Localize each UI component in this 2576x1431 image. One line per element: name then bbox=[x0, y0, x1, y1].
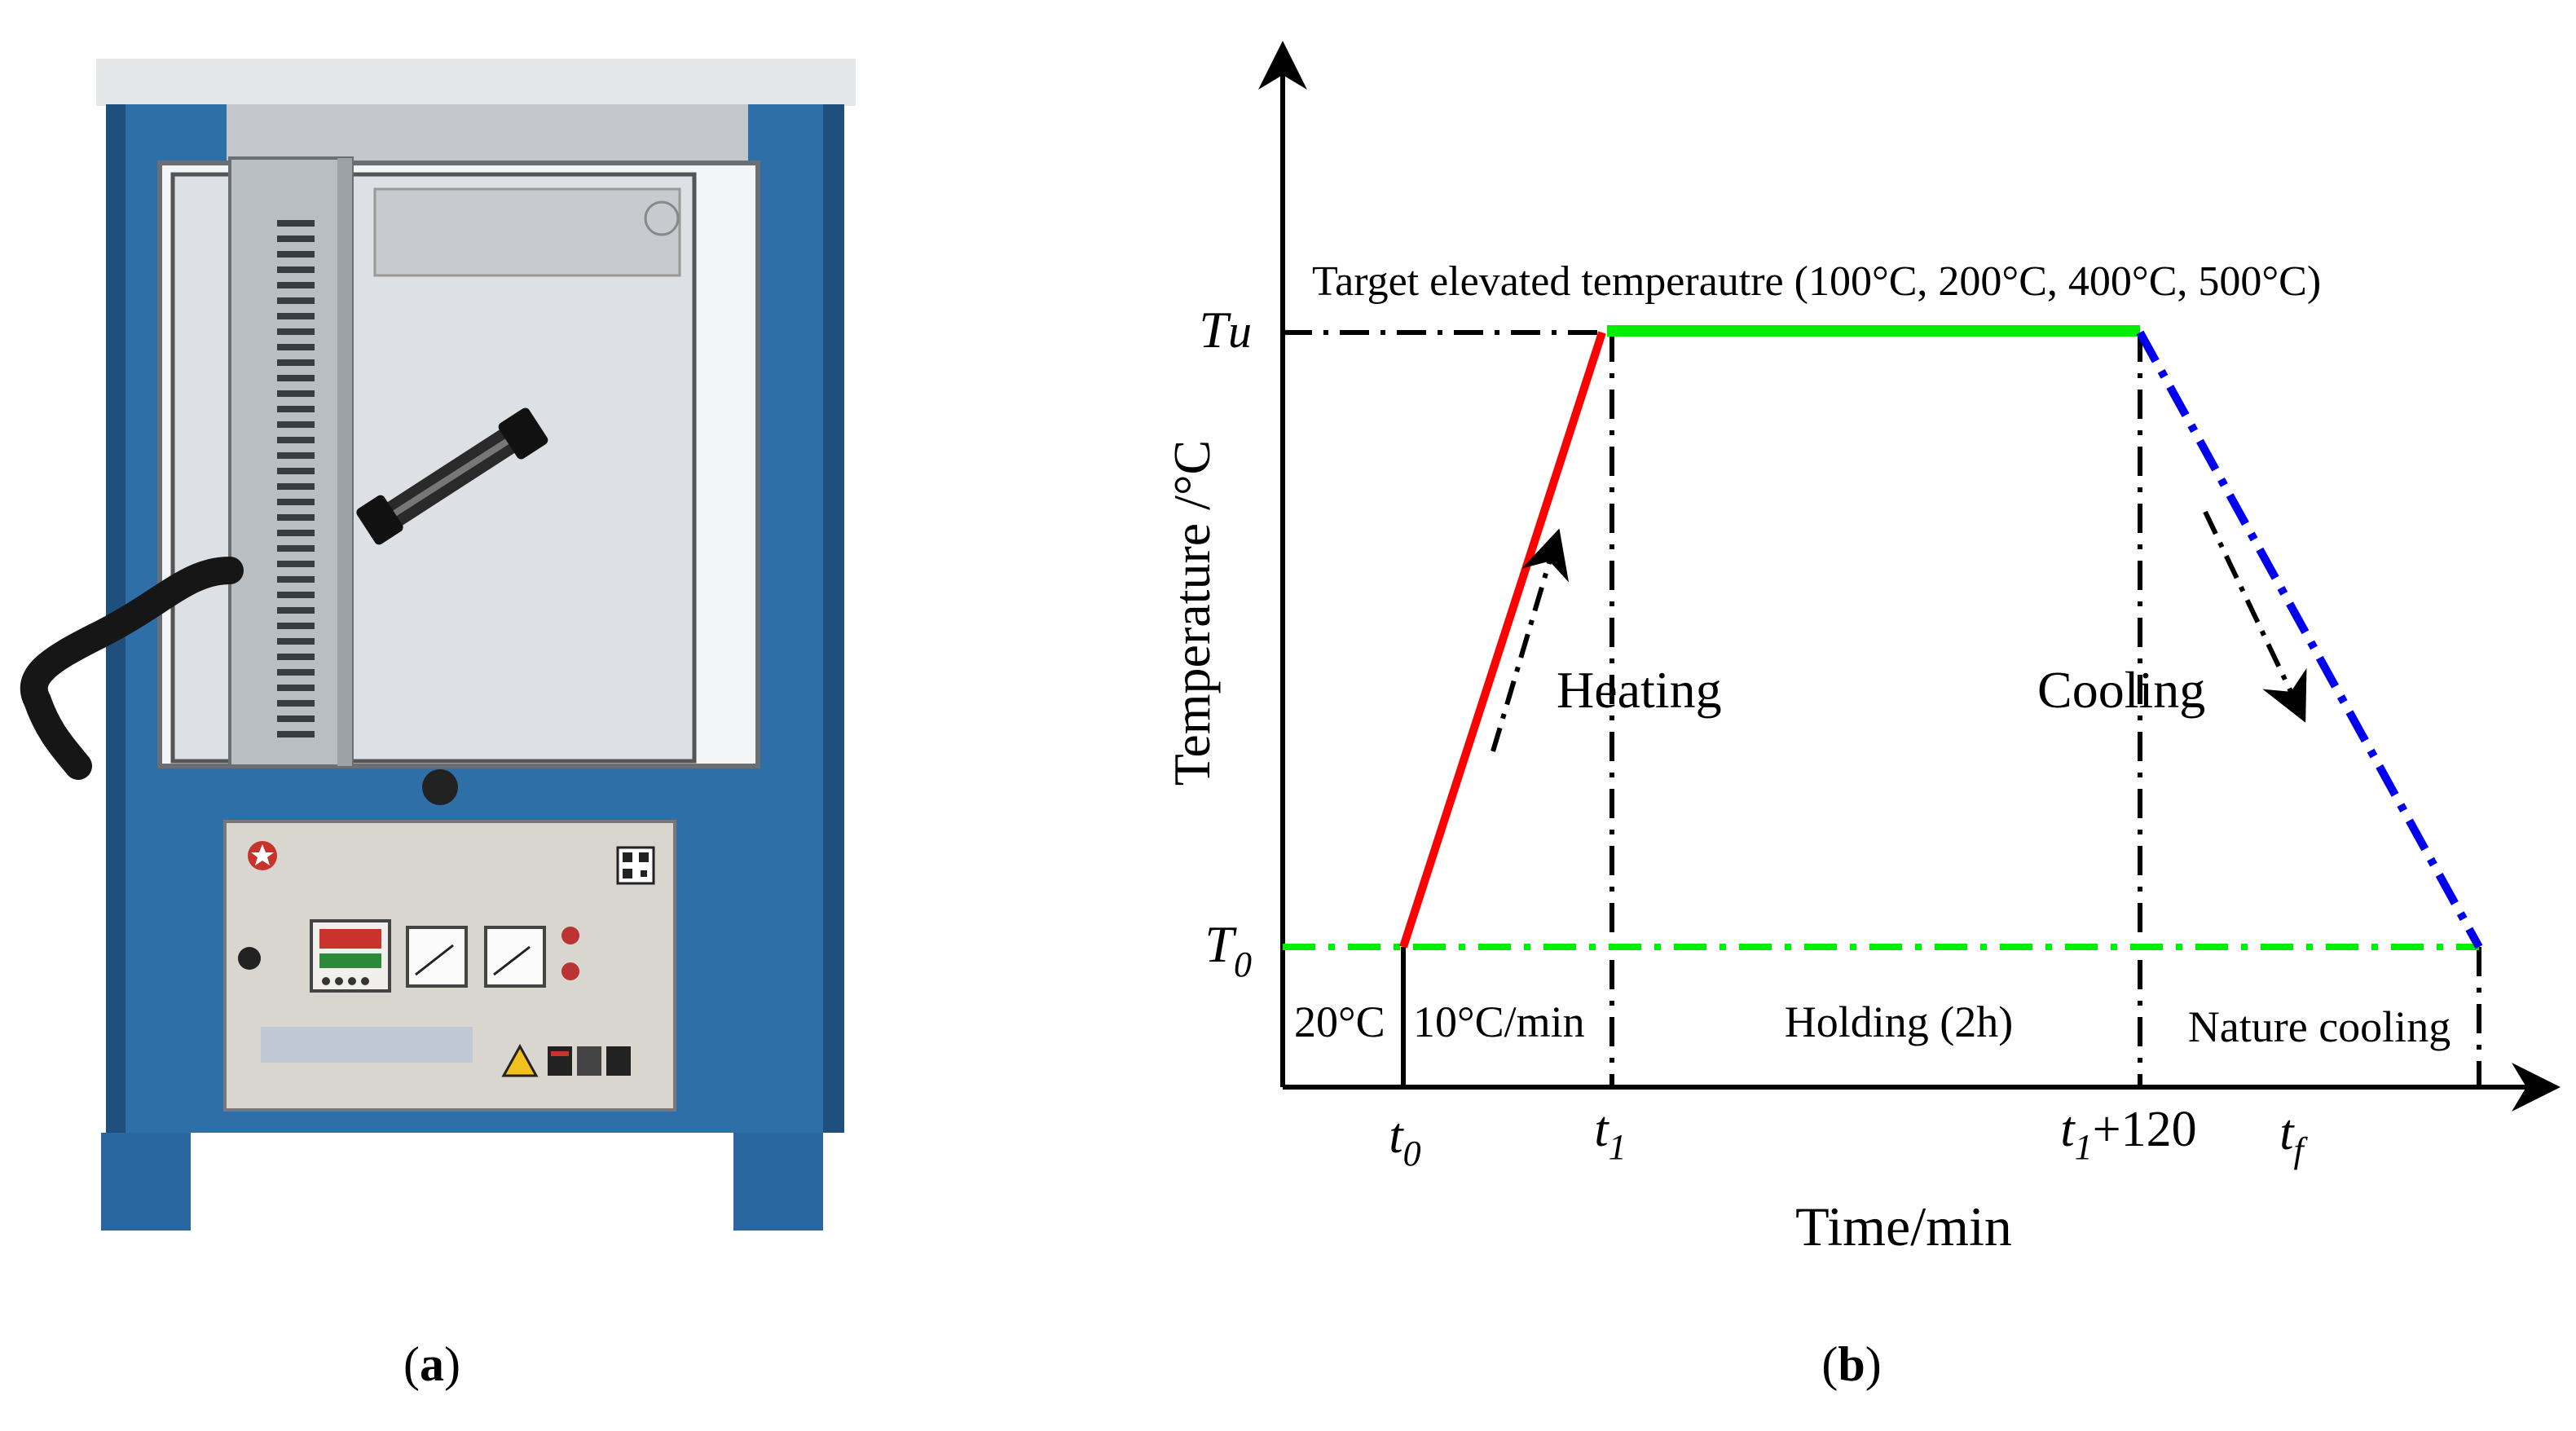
vent-slot bbox=[277, 669, 315, 676]
vent-slot bbox=[277, 700, 315, 707]
vent-slot bbox=[277, 437, 315, 443]
door-latch-knob-icon bbox=[422, 769, 458, 805]
heating-annotation: Heating bbox=[1557, 661, 1722, 719]
thermostat-display-icon bbox=[310, 919, 391, 993]
panel-a: (a) bbox=[20, 59, 856, 1391]
vent-slot bbox=[277, 499, 315, 505]
vent-slot bbox=[277, 685, 315, 691]
power-cable bbox=[20, 557, 244, 780]
furnace-top-cover bbox=[96, 59, 856, 106]
meter-icon bbox=[406, 926, 546, 988]
warning-label-icon bbox=[501, 1043, 631, 1077]
furnace-vent-side bbox=[337, 158, 352, 766]
panel-a-caption: (a) bbox=[403, 1337, 460, 1391]
cooling-segment bbox=[2136, 330, 2483, 949]
vent-slot bbox=[277, 236, 315, 242]
furnace-photo bbox=[20, 59, 856, 1231]
vent-slot bbox=[277, 344, 315, 350]
qr-code-icon bbox=[616, 846, 655, 885]
vent-slot bbox=[277, 514, 315, 521]
furnace-leg-left bbox=[101, 1133, 191, 1231]
maker-label-strip bbox=[261, 1027, 473, 1063]
vent-slot bbox=[277, 545, 315, 552]
furnace-vent-column bbox=[228, 156, 354, 768]
heating-rate-annotation: 10°C/min bbox=[1413, 997, 1585, 1046]
vent-slot bbox=[277, 576, 315, 583]
vent-slot bbox=[277, 731, 315, 738]
holding-annotation: Holding (2h) bbox=[1785, 997, 2013, 1046]
cooling-annotation: Cooling bbox=[2037, 661, 2205, 719]
nameplate-emblem-icon bbox=[644, 200, 680, 236]
cooling-arrow-icon bbox=[2203, 510, 2307, 723]
heating-segment bbox=[1399, 331, 1606, 949]
furnace-cabinet-shade-right bbox=[823, 104, 844, 1133]
vent-slot bbox=[277, 716, 315, 722]
vent-slot bbox=[277, 483, 315, 490]
vent-slot bbox=[277, 607, 315, 614]
vent-slot bbox=[277, 390, 315, 397]
vent-slot bbox=[277, 297, 315, 304]
indicator-lamp-icon bbox=[561, 962, 579, 980]
y-axis-label: Temperature /°C bbox=[1163, 440, 1221, 786]
vent-slot bbox=[277, 266, 315, 273]
vent-slot bbox=[277, 561, 315, 567]
vent-slot bbox=[277, 654, 315, 660]
x-axis-label: Time/min bbox=[1795, 1195, 2012, 1257]
heating-arrow-icon bbox=[1491, 528, 1570, 752]
vent-slot bbox=[277, 468, 315, 474]
vent-slot bbox=[277, 282, 315, 288]
vent-slot bbox=[277, 375, 315, 381]
vent-slot bbox=[277, 530, 315, 536]
vent-slot bbox=[277, 638, 315, 645]
vent-slot bbox=[277, 220, 315, 227]
guide-lines bbox=[1283, 330, 2481, 1087]
room-temperature-annotation: 20°C bbox=[1294, 997, 1385, 1046]
furnace-upper-steel bbox=[227, 104, 748, 166]
panel-b-caption-letter: b bbox=[1838, 1337, 1865, 1391]
panel-a-caption-letter: a bbox=[420, 1337, 444, 1391]
vent-slot bbox=[277, 452, 315, 459]
indicator-lamp-icon bbox=[561, 927, 579, 944]
vent-slot bbox=[277, 313, 315, 319]
target-temperature-annotation: Target elevated temperautre (100°C, 200°… bbox=[1312, 258, 2321, 305]
panel-b: Temperature /°C Time/min Tu T0 t0 t1 t1+… bbox=[1163, 41, 2561, 1391]
y-tick-upper: Tu bbox=[1199, 301, 1252, 359]
vent-slot bbox=[277, 359, 315, 366]
vent-slot bbox=[277, 623, 315, 629]
vent-slot bbox=[277, 592, 315, 598]
furnace-nameplate bbox=[373, 187, 681, 277]
logo-icon bbox=[248, 841, 277, 870]
vent-slot bbox=[277, 328, 315, 335]
handle-icon bbox=[356, 407, 548, 545]
x-tick-tf: tf bbox=[2279, 1105, 2308, 1170]
furnace-leg-right bbox=[733, 1133, 823, 1231]
x-tick-t0: t0 bbox=[1389, 1108, 1420, 1173]
power-switch-icon bbox=[238, 947, 261, 970]
x-tick-t1-plus-120: t1+120 bbox=[2060, 1102, 2196, 1167]
nature-cooling-annotation: Nature cooling bbox=[2188, 1002, 2451, 1051]
vent-slot bbox=[277, 421, 315, 428]
y-tick-lower: T0 bbox=[1204, 915, 1252, 984]
vent-slot bbox=[277, 406, 315, 412]
vent-slot bbox=[277, 251, 315, 258]
vent-slots bbox=[277, 220, 315, 738]
panel-b-caption: (b) bbox=[1821, 1337, 1881, 1391]
x-tick-t1: t1 bbox=[1594, 1102, 1626, 1167]
